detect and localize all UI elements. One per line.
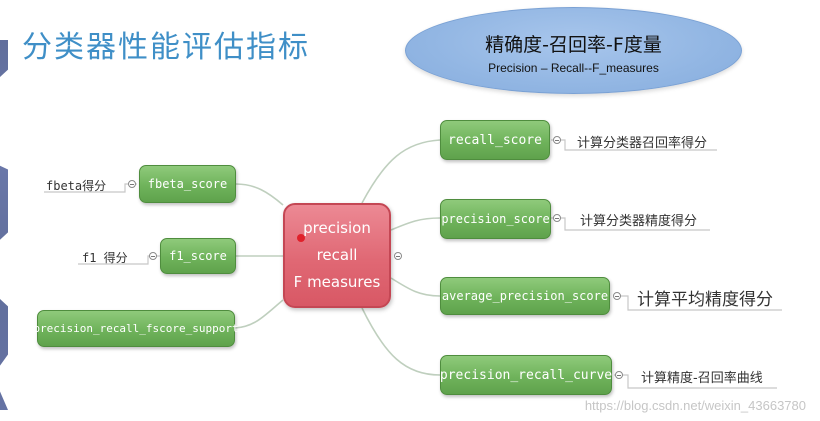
page-title: 分类器性能评估指标 [22, 30, 310, 65]
precision-recall-curve-toggle[interactable] [615, 371, 623, 379]
desc-average-precision-score: 计算平均精度得分 [637, 290, 773, 310]
center-node[interactable]: precision recall F measures [283, 203, 391, 308]
cursor-dot [297, 234, 305, 242]
node-fbeta-score-label: fbeta_score [147, 177, 228, 191]
fbeta-score-toggle[interactable] [128, 180, 136, 188]
header-ellipse: 精确度-召回率-F度量 Precision – Recall--F_measur… [405, 7, 742, 94]
node-f1-score[interactable]: f1_score [160, 238, 236, 274]
node-fbeta-score[interactable]: fbeta_score [139, 165, 236, 203]
watermark: https://blog.csdn.net/weixin_43663780 [584, 398, 806, 413]
center-line-3: F measures [293, 273, 381, 291]
node-precision-recall-curve[interactable]: precision_recall_curve [440, 355, 612, 395]
connector-average-precision [390, 277, 441, 297]
node-precision-recall-curve-label: precision_recall_curve [439, 367, 613, 383]
desc-recall-score: 计算分类器召回率得分 [577, 136, 708, 151]
node-recall-score[interactable]: recall_score [440, 120, 550, 160]
connector-prfs [234, 299, 284, 329]
average-precision-toggle[interactable] [613, 292, 621, 300]
desc-precision-score: 计算分类器精度得分 [580, 214, 698, 229]
header-subtitle: Precision – Recall--F_measures [488, 61, 659, 75]
center-line-1: precision [303, 219, 371, 237]
node-precision-score[interactable]: precision_score [440, 199, 551, 239]
node-precision-score-label: precision_score [441, 212, 550, 226]
connector-recall-score [361, 139, 441, 204]
desc-fbeta-score: fbeta得分 [46, 179, 107, 193]
node-precision-recall-fscore-support[interactable]: precision_recall_fscore_support [33, 310, 239, 347]
connector-precision-score [390, 217, 441, 231]
recall-score-toggle[interactable] [553, 136, 561, 144]
node-f1-score-label: f1_score [169, 249, 227, 263]
node-recall-score-label: recall_score [448, 132, 542, 148]
desc-precision-recall-curve: 计算精度-召回率曲线 [641, 371, 763, 386]
node-average-precision-score-label: average_precision_score [441, 289, 609, 303]
cropped-slide-edge [0, 40, 8, 410]
precision-score-toggle[interactable] [553, 214, 561, 222]
leader-average-precision [614, 295, 782, 311]
connector-fbeta-score [235, 183, 284, 206]
node-prfs-label: precision_recall_fscore_support [33, 322, 239, 335]
center-line-2: recall [316, 246, 358, 264]
connector-precision-recall-curve [361, 307, 441, 376]
desc-f1-score: f1 得分 [82, 251, 128, 265]
center-collapse-toggle[interactable] [394, 252, 402, 260]
node-average-precision-score[interactable]: average_precision_score [440, 277, 610, 315]
header-title: 精确度-召回率-F度量 [485, 34, 662, 56]
f1-score-toggle[interactable] [149, 252, 157, 260]
